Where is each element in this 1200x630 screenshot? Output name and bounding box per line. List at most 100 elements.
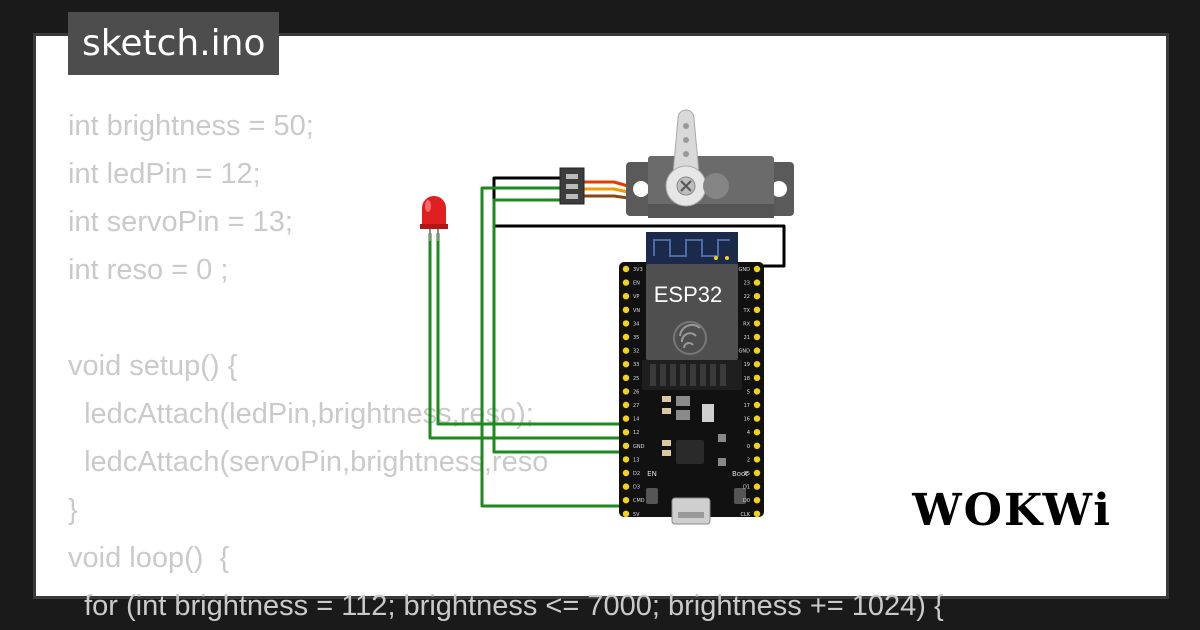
wire-led-cathode (428, 232, 628, 440)
pin-label: 22 (744, 294, 750, 300)
pin-5[interactable] (753, 388, 761, 395)
pin-label: 16 (744, 417, 750, 423)
en-button[interactable] (646, 488, 658, 504)
pin-label: GND (739, 267, 751, 273)
pin-gnd[interactable] (753, 265, 761, 273)
pin-label: TX (743, 308, 751, 314)
pin-14[interactable] (622, 415, 630, 422)
pin-17[interactable] (753, 401, 761, 409)
pin-13[interactable] (622, 456, 630, 463)
pin-label: 5 (747, 389, 750, 395)
pin-label: RX (743, 321, 750, 327)
code-line: } (68, 494, 78, 526)
pin-label: 13 (633, 457, 639, 463)
en-label: EN (647, 470, 657, 478)
pin-2[interactable] (753, 456, 761, 463)
pin-19[interactable] (753, 361, 761, 368)
pin-label: 0 (747, 444, 750, 450)
pin-label: 33 (633, 362, 639, 368)
chip-label: ESP32 (654, 282, 723, 307)
wire-servo-gnd (492, 176, 786, 268)
pin-vn[interactable] (622, 306, 630, 313)
pin-label: D2 (633, 471, 640, 477)
pin-label: 15 (744, 471, 750, 477)
pin-label: 17 (744, 403, 750, 409)
pin-label: 18 (744, 376, 750, 382)
pin-22[interactable] (753, 293, 761, 300)
pin-label: 23 (744, 281, 750, 287)
pin-0[interactable] (753, 442, 761, 449)
preview-card: int brightness = 50;int ledPin = 12;int … (36, 36, 1166, 622)
pin-label: 26 (633, 389, 639, 395)
code-line: for (int brightness = 112; brightness <=… (68, 590, 944, 622)
pin-d1[interactable] (753, 483, 761, 490)
pin-label: D0 (743, 498, 750, 504)
pin-label: EN (633, 281, 640, 287)
pin-label: 4 (747, 430, 750, 436)
pin-label: 35 (633, 335, 639, 341)
pin-16[interactable] (753, 415, 761, 422)
shield-castellations (650, 364, 726, 386)
pin-label: D3 (633, 485, 640, 491)
pin-34[interactable] (622, 320, 630, 327)
pin-21[interactable] (753, 333, 761, 341)
red-led (420, 196, 448, 241)
pin-vp[interactable] (622, 293, 630, 300)
pin-d2[interactable] (622, 469, 630, 477)
pin-3v3[interactable] (622, 265, 630, 273)
wire-servo-signal (492, 198, 628, 454)
pin-d3[interactable] (622, 483, 630, 490)
pin-label: 19 (744, 362, 750, 368)
pin-cmd[interactable] (622, 497, 630, 504)
pin-rx[interactable] (753, 320, 761, 327)
code-line: int servoPin = 13; (68, 206, 293, 238)
pin-25[interactable] (622, 374, 630, 381)
pin-label: 12 (633, 430, 639, 436)
code-line: ledcAttach(servoPin,brightness,reso (68, 446, 549, 478)
pin-label: 21 (744, 335, 750, 341)
pin-gnd[interactable] (622, 442, 630, 449)
wire-led-anode (436, 232, 628, 426)
pin-label: CMD (633, 498, 645, 504)
code-line: void setup() { (68, 350, 238, 382)
pin-12[interactable] (622, 429, 630, 436)
code-line: int ledPin = 12; (68, 158, 261, 190)
pin-27[interactable] (622, 401, 630, 409)
pin-label: GND (739, 349, 751, 355)
code-line: int reso = 0 ; (68, 254, 229, 286)
pin-label: GND (633, 444, 645, 450)
pin-label: 14 (633, 417, 639, 423)
boot-button[interactable] (734, 488, 746, 504)
pin-15[interactable] (753, 469, 761, 477)
pin-label: 25 (633, 376, 639, 382)
pin-18[interactable] (753, 374, 761, 381)
pin-label: D1 (743, 485, 750, 491)
pin-32[interactable] (622, 347, 630, 354)
wokwi-logo: WOKWi (912, 485, 1112, 536)
servo-motor (626, 109, 794, 218)
wire-servo-5v (480, 186, 628, 508)
usb-port (671, 497, 711, 525)
pin-label: 27 (633, 403, 639, 409)
pin-tx[interactable] (753, 306, 761, 313)
pin-26[interactable] (622, 388, 630, 395)
wires (428, 176, 786, 508)
servo-connector (559, 167, 585, 205)
pin-33[interactable] (622, 361, 630, 368)
pin-35[interactable] (622, 333, 630, 341)
pin-en[interactable] (622, 279, 630, 286)
code-line: void loop() { (68, 542, 230, 574)
pin-4[interactable] (753, 429, 761, 436)
pin-gnd[interactable] (753, 347, 761, 354)
pin-5v[interactable] (622, 510, 630, 517)
pin-23[interactable] (753, 279, 761, 286)
file-tab[interactable]: sketch.ino (68, 12, 280, 75)
boot-label: Boot (732, 470, 748, 478)
left-pin-header: 3V3ENVPVN343532332526271412GND13D2D3CMD5… (622, 265, 645, 518)
pin-clk[interactable] (753, 510, 761, 517)
pin-label: 3V3 (633, 267, 643, 273)
pin-d0[interactable] (753, 497, 761, 504)
